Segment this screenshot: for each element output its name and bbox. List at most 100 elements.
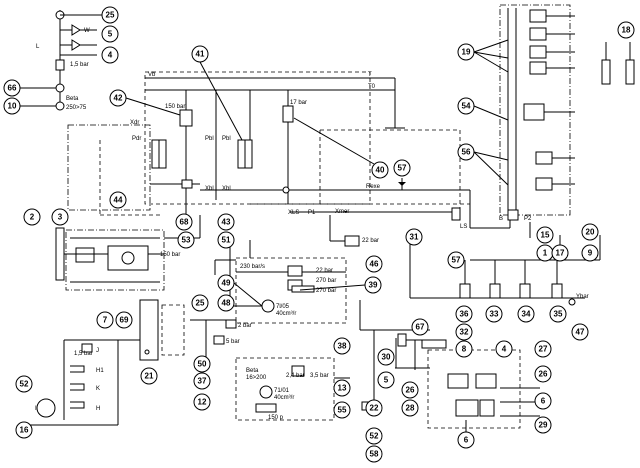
svg-text:18: 18 (622, 26, 631, 35)
svg-text:37: 37 (198, 377, 207, 386)
callout-26-right: 26 (534, 365, 552, 383)
svg-text:19: 19 (462, 48, 471, 57)
svg-text:55: 55 (338, 406, 347, 415)
callout-17: 17 (551, 244, 569, 262)
callout-6-bottom: 6 (457, 431, 475, 449)
label-2-4bar: 2,4 bar (286, 373, 305, 379)
svg-text:21: 21 (145, 372, 154, 381)
label-I: I (35, 406, 37, 412)
label-71-01: 71/01 (274, 388, 290, 394)
callout-5-mid: 5 (377, 371, 395, 389)
svg-text:58: 58 (370, 450, 379, 459)
callout-8: 8 (455, 340, 473, 358)
relief-valve-17bar (282, 105, 294, 123)
svg-text:13: 13 (338, 384, 347, 393)
label-T0: T0 (368, 84, 376, 90)
svg-text:17: 17 (556, 249, 565, 258)
label-Xmer: Xmer (335, 209, 349, 215)
callouts: 25 5 4 66 10 41 42 40 57 44 68 43 53 51 … (3, 6, 635, 463)
callout-25-top: 25 (101, 6, 119, 24)
callout-1: 1 (536, 244, 554, 262)
callout-56: 56 (457, 143, 475, 161)
label-P1: P1 (308, 210, 316, 216)
label-T: T (368, 72, 372, 78)
callout-5-top: 5 (101, 25, 119, 43)
svg-text:56: 56 (462, 148, 471, 157)
callout-16: 16 (15, 421, 33, 439)
svg-text:20: 20 (586, 228, 595, 237)
svg-text:9: 9 (588, 249, 593, 258)
label-P2: P2 (524, 216, 532, 222)
svg-text:51: 51 (222, 236, 231, 245)
label-XLS: XLS (288, 210, 299, 216)
label-40cm3r: 40cm³/r (276, 311, 296, 317)
svg-text:10: 10 (8, 102, 17, 111)
label-Ybar: Ybar (576, 294, 589, 300)
pilot-loop (67, 124, 151, 211)
callout-57-mid: 57 (447, 251, 465, 269)
callout-39: 39 (364, 276, 382, 294)
svg-text:49: 49 (222, 279, 231, 288)
label-Xbl-1: Xbl (205, 186, 214, 192)
label-Xbl-2: Xbl (222, 186, 231, 192)
callout-15: 15 (536, 226, 554, 244)
svg-text:30: 30 (382, 353, 391, 362)
svg-text:50: 50 (198, 360, 207, 369)
label-22bar-b: 22 bar (316, 268, 333, 274)
callout-57-top: 57 (393, 159, 411, 177)
callout-6-right: 6 (534, 392, 552, 410)
callout-35: 35 (549, 305, 567, 323)
travel-valve-block (427, 349, 521, 429)
label-270bar: 270 bar (316, 278, 336, 284)
callout-22: 22 (365, 399, 383, 417)
label-5bar: 5 bar (226, 339, 240, 345)
label-beta: Beta (66, 96, 79, 102)
svg-text:54: 54 (462, 102, 471, 111)
svg-text:16: 16 (20, 426, 29, 435)
svg-text:25: 25 (196, 299, 205, 308)
label-beta2-ratio: 16>200 (246, 375, 267, 381)
callout-42: 42 (109, 89, 127, 107)
svg-text:2: 2 (30, 213, 35, 222)
relief-valve-46 (344, 235, 360, 247)
check-valve-xbl (181, 179, 193, 189)
callout-40: 40 (371, 161, 389, 179)
relief-valve-42 (179, 109, 193, 127)
callout-37: 37 (193, 372, 211, 390)
svg-text:26: 26 (539, 370, 548, 379)
svg-text:57: 57 (398, 164, 407, 173)
callout-20: 20 (581, 223, 599, 241)
svg-text:15: 15 (541, 231, 550, 240)
callout-43: 43 (217, 213, 235, 231)
label-LS: LS (460, 224, 467, 230)
svg-text:40: 40 (376, 166, 385, 175)
callout-58: 58 (365, 445, 383, 463)
callout-27: 27 (534, 340, 552, 358)
svg-text:27: 27 (539, 345, 548, 354)
svg-text:5: 5 (108, 30, 113, 39)
steering-pump (261, 299, 275, 313)
callout-52-bottom: 52 (365, 427, 383, 445)
svg-text:7: 7 (103, 316, 108, 325)
label-W: W (84, 28, 90, 34)
label-beta-ratio: 250>75 (66, 105, 87, 111)
callout-66: 66 (3, 79, 21, 97)
callout-51: 51 (217, 231, 235, 249)
ls-valve (451, 207, 461, 221)
callout-4-mid: 4 (495, 340, 513, 358)
label-beta-2: Beta (246, 368, 259, 374)
svg-text:66: 66 (8, 84, 17, 93)
callout-13: 13 (333, 379, 351, 397)
label-40cm3r-b: 40cm³/r (274, 395, 294, 401)
label-150bar-pump: 150 bar (160, 252, 180, 258)
svg-text:42: 42 (114, 94, 123, 103)
label-Pbl-1: Pbl (205, 136, 214, 142)
callout-18: 18 (617, 21, 635, 39)
svg-text:31: 31 (410, 233, 419, 242)
callout-25-mid: 25 (191, 294, 209, 312)
callout-54: 54 (457, 97, 475, 115)
callout-21: 21 (140, 367, 158, 385)
svg-text:4: 4 (502, 345, 507, 354)
supply-stack (20, 10, 97, 111)
svg-text:3: 3 (58, 213, 63, 222)
